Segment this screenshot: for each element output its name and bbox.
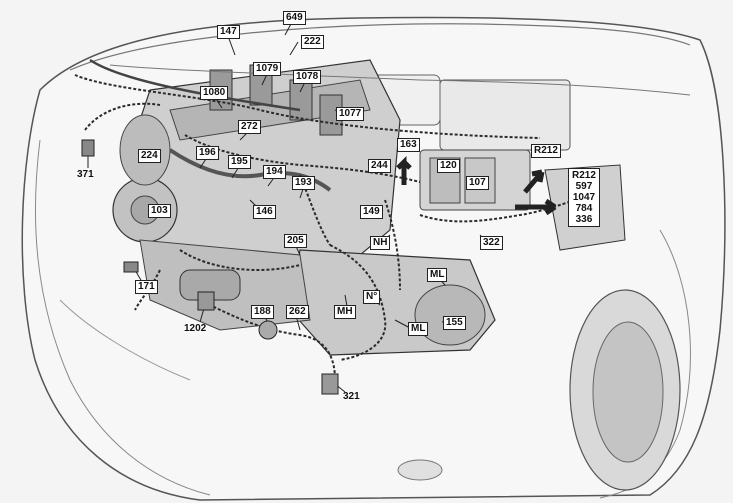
relay-label-stack: R212 597 1047 784 336: [568, 168, 600, 227]
label-322: 322: [480, 236, 503, 250]
fog-light: [397, 459, 443, 481]
label-205: 205: [284, 234, 307, 248]
label-1080: 1080: [200, 86, 229, 100]
label-272: 272: [238, 120, 261, 134]
label-mh: MH: [334, 305, 356, 319]
label-649: 649: [283, 11, 306, 25]
arrow-r212: [523, 169, 545, 194]
label-224: 224: [138, 149, 161, 163]
connector-321: [321, 373, 339, 395]
relay-label: 597: [575, 181, 593, 192]
label-194: 194: [263, 165, 286, 179]
label-146: 146: [253, 205, 276, 219]
label-155: 155: [443, 316, 466, 330]
label-149: 149: [360, 205, 383, 219]
bulkhead-rod: [89, 58, 301, 112]
scuttle-line: [109, 64, 691, 96]
label-321: 321: [343, 391, 360, 402]
label-244: 244: [368, 159, 391, 173]
relay-label: 784: [575, 203, 593, 214]
headlight-left: [59, 299, 191, 381]
connector-371: [81, 139, 95, 157]
label-1079: 1079: [253, 62, 282, 76]
connector-1202: [197, 291, 215, 311]
label-n-degree: N°: [363, 290, 381, 304]
label-nh: NH: [370, 236, 391, 250]
label-r212-top: R212: [531, 144, 561, 158]
ignition-coil-3: [289, 79, 313, 121]
label-188: 188: [251, 305, 274, 319]
arrow-relay: [515, 198, 557, 216]
fender-left: [34, 139, 211, 496]
label-222: 222: [301, 35, 324, 49]
label-107: 107: [466, 176, 489, 190]
relay-label: 336: [575, 214, 593, 225]
label-ml-2: ML: [408, 322, 429, 336]
label-371: 371: [77, 169, 94, 180]
label-171: 171: [135, 280, 158, 294]
label-262: 262: [286, 305, 309, 319]
label-1202: 1202: [184, 323, 207, 334]
label-147: 147: [217, 25, 240, 39]
label-1077: 1077: [336, 107, 365, 121]
relay-label: R212: [572, 170, 596, 181]
label-193: 193: [292, 176, 315, 190]
hood-opening: [69, 23, 691, 71]
label-195: 195: [228, 155, 251, 169]
label-120: 120: [437, 159, 460, 173]
label-ml-1: ML: [427, 268, 448, 282]
label-196: 196: [196, 146, 219, 160]
arrow-163: [396, 155, 412, 185]
relay-label: 1047: [572, 192, 596, 203]
label-103: 103: [148, 204, 171, 218]
battery: [439, 79, 571, 151]
label-1078: 1078: [293, 70, 322, 84]
sensor-171: [123, 261, 139, 273]
sensor-188: [258, 320, 278, 340]
label-163: 163: [397, 138, 420, 152]
